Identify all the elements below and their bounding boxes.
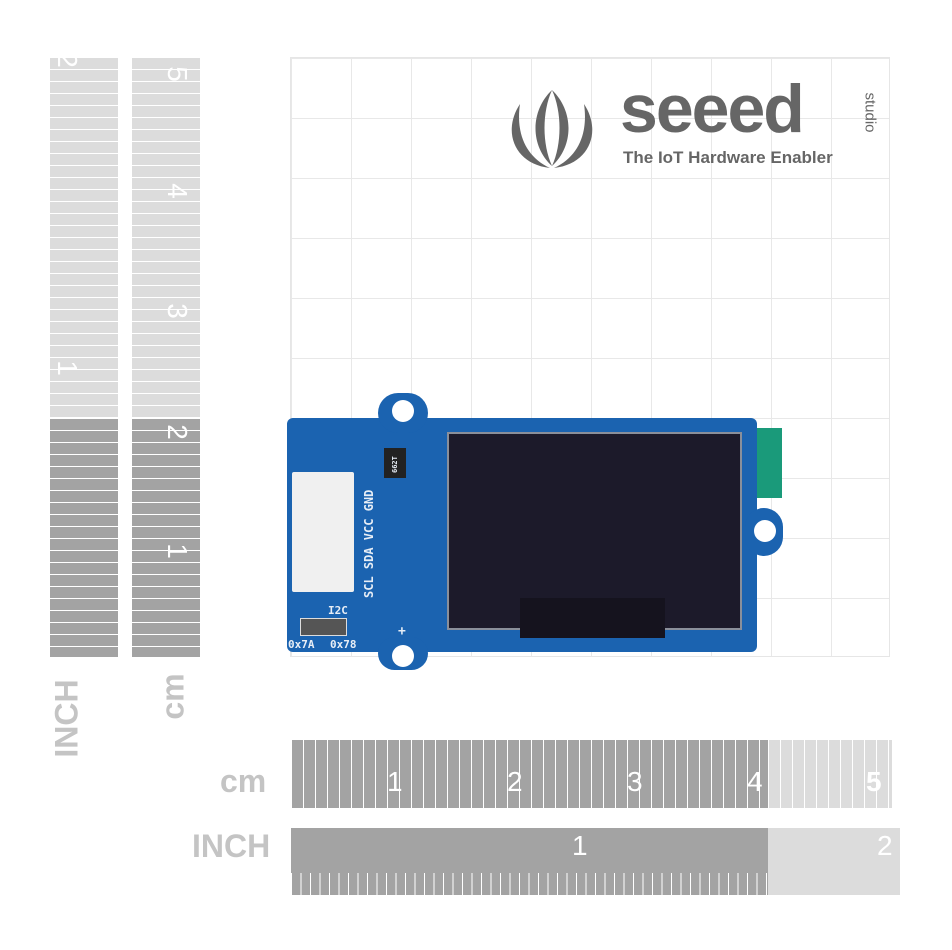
bottom-inch-ruler-dark (291, 828, 768, 895)
inch-tick-label: 1 (572, 830, 588, 861)
regulator-chip: 662T (384, 448, 406, 478)
cm-tick-label: 4 (162, 183, 193, 199)
cm-tick-label: 2 (507, 766, 523, 797)
inch-ruler-label: INCH (48, 679, 85, 758)
plus-mark: + (398, 624, 406, 639)
addr-a: 0x7A (288, 638, 315, 651)
cm-ruler-light (132, 57, 200, 418)
cm-tick-label: 3 (162, 303, 193, 319)
cm-tick-label: 2 (162, 424, 193, 440)
cm-tick-label: 3 (627, 766, 643, 797)
addr-b: 0x78 (330, 638, 357, 651)
logo-sub: studio (861, 92, 879, 133)
flex-cable (757, 428, 782, 498)
bottom-cm-label: cm (220, 763, 267, 799)
cm-ruler-label: cm (154, 673, 191, 720)
inch-tick-label: 2 (877, 830, 893, 861)
mount-hole (754, 520, 776, 542)
grove-connector (292, 472, 354, 592)
display-tab (520, 598, 665, 638)
pin-labels: SCL SDA VCC GND (362, 489, 376, 598)
logo-tagline: The IoT Hardware Enabler (623, 148, 833, 167)
chip-marking: 662T (391, 456, 399, 473)
inch-ruler-dark (50, 418, 118, 657)
cm-tick-label: 4 (747, 766, 763, 797)
logo-brand: seeed (620, 71, 805, 147)
cm-tick-label: 1 (387, 766, 403, 797)
i2c-label: I2C (328, 604, 348, 617)
bottom-inch-label: INCH (192, 828, 271, 864)
inch-tick-label: 1 (52, 360, 83, 376)
bottom-cm-ruler-light (768, 740, 892, 808)
cm-tick-label: 5 (162, 66, 193, 82)
inch-ruler-light (50, 57, 118, 418)
bottom-cm-ruler-dark (291, 740, 768, 808)
mount-hole (392, 400, 414, 422)
address-jumper (300, 618, 347, 636)
cm-ruler-dark (132, 418, 200, 657)
mount-hole (392, 645, 414, 667)
inch-tick-label: 2 (52, 52, 83, 68)
cm-tick-label: 5 (866, 766, 882, 797)
bottom-inch-ruler-light (768, 828, 900, 895)
seeed-logo-icon (511, 90, 593, 168)
cm-tick-label: 1 (162, 543, 193, 559)
